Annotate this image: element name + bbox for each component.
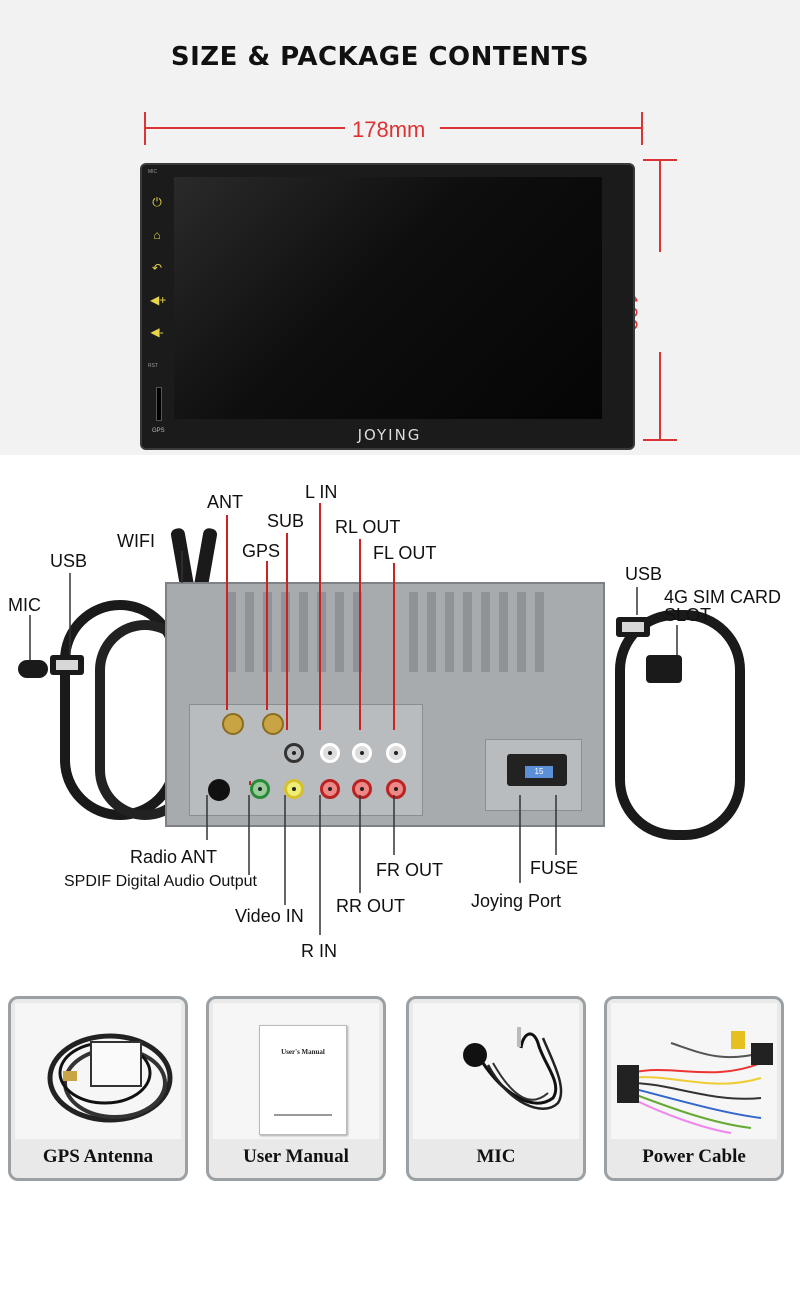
label-slot: SLOT [664,605,712,625]
power-icon: ⏻ [152,195,162,209]
gps-connector [262,713,284,735]
mic-jack-plug [517,1027,521,1047]
label-fuse: FUSE [530,858,579,878]
display-screen [174,177,602,419]
volume-up-icon: ◀+ [150,293,167,307]
package-item-user-manual: User's Manual User Manual [206,996,386,1181]
gps-tag: GPS [152,428,165,434]
spdif-rca [250,779,270,799]
label-ant: ANT [207,492,243,512]
package-item-gps-antenna: GPS Antenna [8,996,188,1181]
right-cable-loop-1 [615,610,745,840]
label-usb-right: USB [625,564,663,584]
brand-logo: JOYING [357,426,422,444]
ant-connector [222,713,244,735]
manual-title: User's Manual [281,1048,325,1056]
label-fr-out: FR OUT [376,860,443,880]
sub-rca [284,743,304,763]
iso-connector [617,1065,639,1103]
callout-lines [29,503,678,935]
label-rr-out: RR OUT [336,896,405,916]
label-gps: GPS [242,541,281,561]
rr-out-rca [352,779,372,799]
label-joying-port: Joying Port [471,891,562,911]
label-fl-out: FL OUT [373,543,437,563]
head-unit-front: MIC ⏻ ⌂ ↶ ◀+ ◀- RST GPS JOYING [140,163,635,450]
power-cable-label: Power Cable [642,1146,746,1167]
mic-tag: MIC [148,169,158,175]
label-rl-out: RL OUT [335,517,401,537]
av-connector-panel [189,704,423,816]
user-manual-label: User Manual [243,1146,349,1167]
label-wifi: WIFI [117,531,155,551]
yellow-plug [731,1031,745,1049]
video-in-rca [284,779,304,799]
back-icon: ↶ [151,261,163,275]
joying-port-connector: 15 [507,754,567,786]
head-unit-rear-chassis: 15 [165,582,605,827]
usb-plug-left [50,655,84,675]
volume-down-icon: ◀- [150,325,164,339]
fr-out-rca [386,779,406,799]
label-radio-ant: Radio ANT [130,847,218,867]
mic-image [413,1003,579,1139]
mic-head [463,1043,487,1067]
power-cable-image [611,1003,777,1139]
fuse: 15 [525,766,553,778]
rl-out-rca [352,743,372,763]
black-plug [751,1043,773,1065]
dimension-lines [144,112,677,441]
l-in-rca [320,743,340,763]
manual-booklet: User's Manual [259,1025,347,1135]
rst-tag: RST [148,363,158,369]
gps-plug [63,1071,77,1081]
width-dimension: 178mm [348,117,430,143]
home-icon: ⌂ [153,228,161,242]
label-mic: MIC [8,595,41,615]
label-spdif: SPDIF Digital Audio Output [64,873,257,890]
label-r-in: R IN [301,941,337,961]
label-sub: SUB [267,511,305,531]
label-4g-sim-card: 4G SIM CARD [664,587,782,607]
label-video-in: Video IN [235,906,304,926]
radio-ant-connector [208,779,230,801]
usb-plug-right [616,617,650,637]
fl-out-rca [386,743,406,763]
package-item-power-cable: Power Cable [604,996,784,1181]
mic-jack [18,660,48,678]
label-usb-left: USB [50,551,88,571]
label-l-in: L IN [305,482,338,502]
mic-label: MIC [476,1146,516,1167]
sim-card-slot-module [646,655,682,683]
gps-module [90,1041,142,1087]
page-title: SIZE & PACKAGE CONTENTS [170,42,590,72]
gps-antenna-label: GPS Antenna [42,1146,154,1167]
package-item-mic: MIC [406,996,586,1181]
user-manual-image: User's Manual [213,1003,379,1139]
r-in-rca [320,779,340,799]
gps-antenna-image [15,1003,181,1139]
sd-slot [156,387,162,421]
